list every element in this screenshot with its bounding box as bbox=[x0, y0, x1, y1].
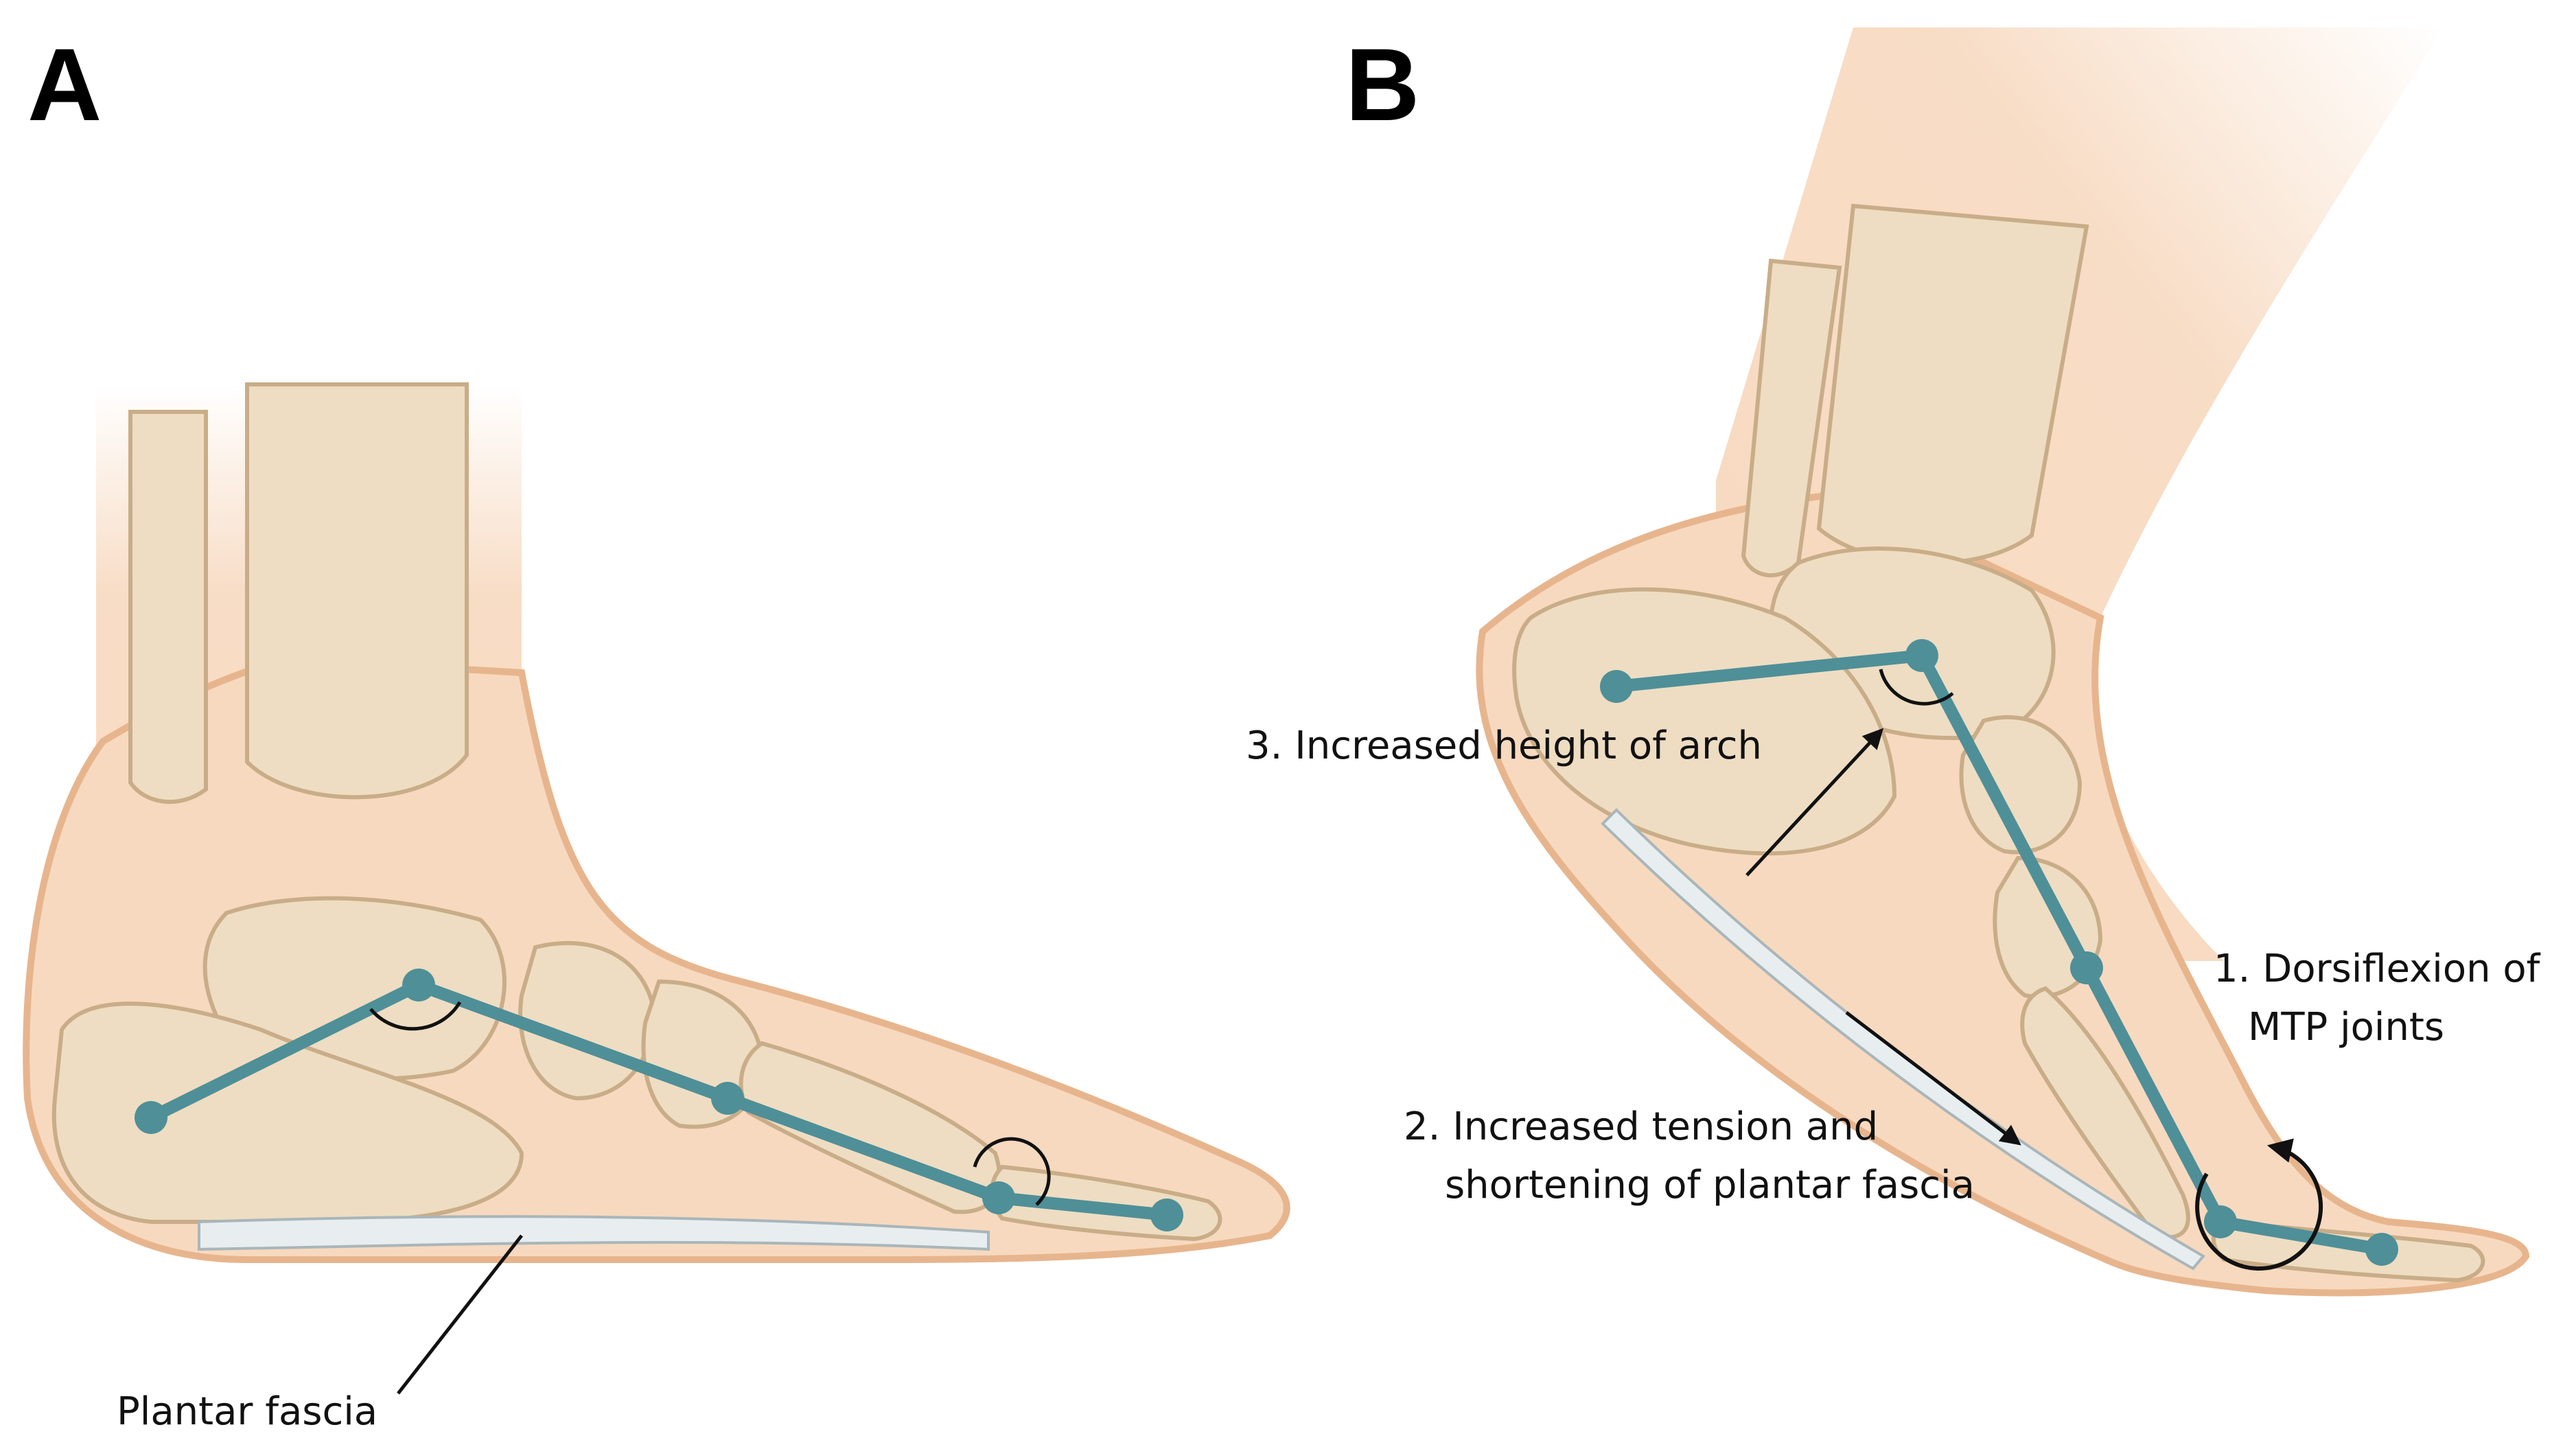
panel-a-node-mtp bbox=[982, 1181, 1015, 1214]
panel-b: B bbox=[1246, 27, 2541, 1297]
panel-a-truss bbox=[135, 969, 1183, 1231]
panel-a-plantar-fascia-pointer bbox=[397, 1234, 523, 1395]
panel-a-plantar-fascia-label: Plantar fascia bbox=[117, 1389, 378, 1434]
panel-b-node-mtp bbox=[2204, 1205, 2237, 1238]
panel-b-truss bbox=[1600, 639, 2398, 1271]
panel-a-calcaneus bbox=[51, 1002, 524, 1224]
panel-b-tension-label-line1: 2. Increased tension and bbox=[1404, 1104, 1878, 1149]
panel-b-calcaneus bbox=[1512, 587, 1897, 856]
panel-b-dorsiflexion-label-line2: MTP joints bbox=[2248, 1005, 2444, 1050]
panel-a: A Planta bbox=[23, 27, 1290, 1434]
panel-a-mtp-angle-arc bbox=[973, 1137, 1051, 1206]
panel-a-talus bbox=[202, 896, 507, 1081]
panel-b-bones bbox=[1512, 203, 2485, 1283]
panel-b-node-heel bbox=[1600, 670, 1633, 703]
panel-a-bones bbox=[51, 382, 1222, 1242]
panel-b-node-toe bbox=[2365, 1233, 2398, 1266]
panel-a-fibula bbox=[128, 410, 208, 804]
panel-a-node-apex bbox=[402, 969, 435, 1002]
panel-a-navicular bbox=[518, 940, 655, 1101]
panel-b-tension-arrow bbox=[1845, 1011, 2021, 1146]
panel-b-navicular bbox=[1959, 715, 2082, 855]
panel-b-apex-angle-arc bbox=[1879, 669, 1954, 706]
panel-b-letter: B bbox=[1345, 27, 1419, 142]
panel-b-tension-label-line2: shortening of plantar fascia bbox=[1445, 1163, 1975, 1207]
panel-a-tibia bbox=[245, 382, 469, 800]
panel-b-arch-label: 3. Increased height of arch bbox=[1246, 724, 1762, 768]
panel-b-arch-arrow bbox=[1745, 728, 1884, 877]
panel-a-node-toe bbox=[1150, 1199, 1183, 1231]
panel-b-dorsiflexion-label-line1: 1. Dorsiflexion of bbox=[2214, 947, 2541, 991]
panel-a-plantar-fascia bbox=[198, 1215, 990, 1251]
panel-a-node-mid bbox=[711, 1082, 744, 1115]
panel-b-node-apex bbox=[1905, 639, 1938, 672]
panel-a-node-heel bbox=[135, 1101, 167, 1134]
panel-a-letter: A bbox=[27, 27, 102, 142]
panel-b-mtp-angle-arc bbox=[2195, 1138, 2323, 1271]
panel-b-node-mid bbox=[2070, 951, 2103, 984]
panel-a-apex-angle-arc bbox=[369, 1001, 462, 1031]
panel-b-plantar-fascia bbox=[1601, 808, 2206, 1271]
